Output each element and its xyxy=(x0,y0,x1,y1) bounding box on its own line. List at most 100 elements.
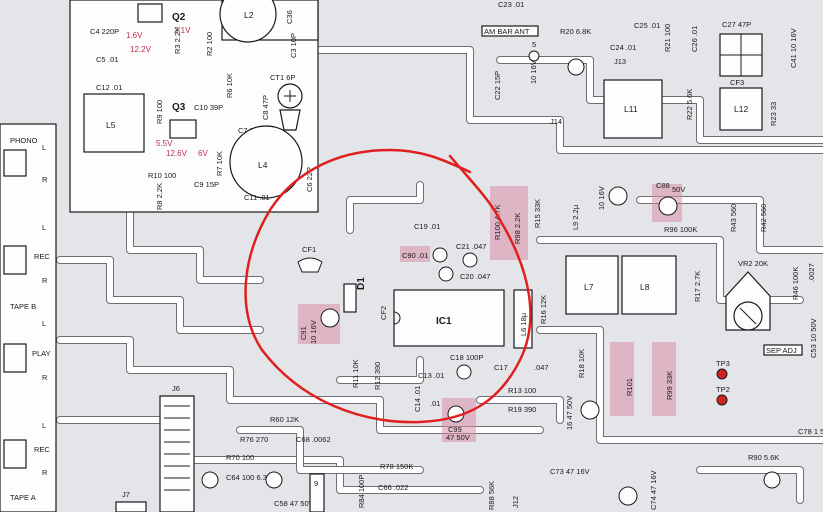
c17-label: C17 xyxy=(494,363,508,372)
l11-can xyxy=(603,79,663,139)
rec-top-r-label: R xyxy=(42,276,48,285)
q3-transistor xyxy=(169,119,197,139)
c25-label: C25 .01 xyxy=(634,21,660,30)
r10-label: R10 100 xyxy=(148,171,176,180)
l7-can xyxy=(565,255,619,315)
c26-label: C26 .01 xyxy=(690,26,699,52)
r18-label: R18 10K xyxy=(577,349,586,378)
c18-cap xyxy=(456,364,472,380)
j12-label: J12 xyxy=(511,496,520,508)
rec-top-l-label: L xyxy=(42,223,46,232)
r19-label: R19 390 xyxy=(508,405,536,414)
c78-label: C78 1 50V xyxy=(798,427,823,436)
r21-label: R21 100 xyxy=(663,24,672,52)
tp3-label: TP3 xyxy=(716,359,730,368)
c78-cap xyxy=(763,471,781,489)
l7-label: L7 xyxy=(584,282,594,292)
c99-label: C99 xyxy=(448,425,462,434)
l9-label: L9 2.2μ xyxy=(571,205,580,230)
q2-transistor xyxy=(137,3,163,23)
c27-label: C27 47P xyxy=(722,20,751,29)
r2-label: R2 100 xyxy=(205,32,214,56)
j6-pins xyxy=(164,405,190,491)
c91-cap xyxy=(320,308,340,328)
r88-label: R88 56K xyxy=(487,481,496,510)
r84-label: R84 100P xyxy=(357,475,366,508)
r101-highlight xyxy=(610,342,634,416)
play-jack xyxy=(3,343,27,373)
c90-cap xyxy=(432,247,448,263)
cf2-label: CF2 xyxy=(379,306,388,320)
cf1-filter xyxy=(297,257,323,273)
c53-label: C53 10 50V xyxy=(809,318,818,358)
r100-r98-highlight xyxy=(490,186,528,260)
sep-adj-label: SEP ADJ xyxy=(766,346,797,355)
connector-9 xyxy=(309,473,325,512)
r11-label: R11 10K xyxy=(351,359,360,388)
r60-label: R60 12K xyxy=(270,415,299,424)
c91-value: 10 16V xyxy=(309,320,318,344)
c15-value: .01 xyxy=(430,399,440,408)
ant-5-pad xyxy=(528,50,540,62)
tp3-test-point[interactable] xyxy=(716,368,728,380)
ic1-label: IC1 xyxy=(436,316,452,327)
c11-label: C11 .01 xyxy=(244,193,270,202)
vr2-slot-icon xyxy=(739,307,757,325)
l8-label: L8 xyxy=(640,282,650,292)
c88-cap xyxy=(658,196,678,216)
c10-label: C10 39P xyxy=(194,103,223,112)
r101-label: R101 xyxy=(625,378,634,396)
c8-label: C8 47P xyxy=(261,95,270,120)
phono-l-jack xyxy=(3,149,27,177)
r6-label: R6 10K xyxy=(225,73,234,98)
r76-label: R76 270 xyxy=(240,435,268,444)
r17-label: R17 2.7K xyxy=(693,271,702,302)
jack-rec-top-label: REC xyxy=(34,252,50,261)
r7-label: R7 10K xyxy=(215,151,224,176)
c18-label: C18 100P xyxy=(450,353,483,362)
c88-label: C88 xyxy=(656,181,670,190)
l4-label: L4 xyxy=(258,160,268,170)
r16-label: R16 12K xyxy=(539,295,548,324)
r46-label: R46 100K xyxy=(791,267,800,300)
jack-tape-a-label: TAPE A xyxy=(10,493,36,502)
c24-label: C24 .01 xyxy=(610,43,636,52)
r99-label: R99 33K xyxy=(665,371,674,400)
c91-label: C91 xyxy=(299,326,308,340)
cf3-grid xyxy=(720,34,762,76)
r20-label: R20 6.8K xyxy=(560,27,591,36)
rec-bottom-jack xyxy=(3,439,27,469)
c6-label: C6 22P xyxy=(305,167,314,192)
c21-cap xyxy=(462,252,478,268)
ct1-label: CT1 6P xyxy=(270,73,295,82)
tp2-test-point[interactable] xyxy=(716,394,728,406)
voltage-2v1: 2.1V xyxy=(174,26,191,35)
c12-label: C12 .01 xyxy=(96,83,122,92)
r98-label: R98 2.2K xyxy=(513,213,522,244)
am-bar-ant-box xyxy=(481,25,539,37)
tp2-label: TP2 xyxy=(716,385,730,394)
d1-label: D1 xyxy=(356,277,367,290)
am-bar-ant-label: AM BAR ANT xyxy=(484,27,530,36)
c4-label: C4 220P xyxy=(90,27,119,36)
phono-r-label: R xyxy=(42,175,48,184)
j13-label: J13 xyxy=(614,57,626,66)
c73-cap xyxy=(618,486,638,506)
r100-label: R100 4.7K xyxy=(493,205,502,240)
r43-label: R43 560 xyxy=(729,204,738,232)
rec-bottom-l-label: L xyxy=(42,421,46,430)
l11-label: L11 xyxy=(624,104,638,114)
ic1-chip xyxy=(393,289,505,347)
j14-label: J14 xyxy=(550,117,562,126)
voltage-12v6: 12.6V xyxy=(166,149,188,158)
l8-can xyxy=(621,255,677,315)
c66-label: C66 .022 xyxy=(378,483,408,492)
c16-label: 16 47 50V xyxy=(565,396,574,430)
r3-label: R3 2.2K xyxy=(173,27,182,54)
l12-can xyxy=(719,87,763,131)
r9-label: R9 100 xyxy=(155,100,164,124)
d1-diode xyxy=(343,283,357,313)
ic1-notch xyxy=(393,311,401,325)
